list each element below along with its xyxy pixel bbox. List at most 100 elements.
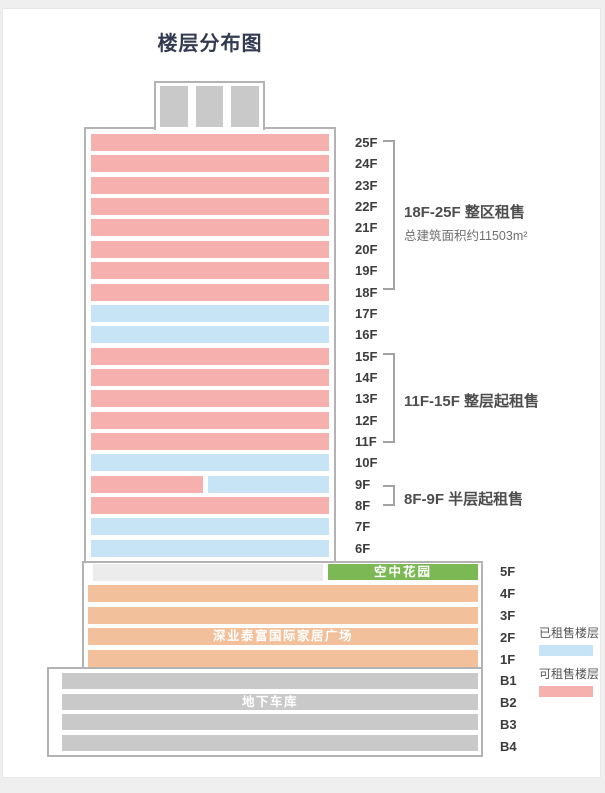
floor-segment-rented — [91, 518, 329, 536]
floor-segment-rented — [91, 539, 329, 557]
floor-segment-available — [91, 411, 329, 429]
floor-bar-25f — [91, 134, 329, 151]
floor-segment-available — [91, 155, 329, 173]
podium-floor-2f: 深业泰富国际家居广场 — [88, 628, 478, 646]
floor-label-22f: 22F — [355, 199, 378, 215]
floor-label-19f: 19F — [355, 263, 378, 279]
basement-floor-b4 — [62, 734, 478, 751]
annotation-11f-15f-title: 11F-15F 整层起租售 — [404, 393, 540, 410]
basement-floors: 地下车库 — [62, 673, 478, 751]
floor-bar-23f — [91, 176, 329, 194]
legend-rented-swatch — [539, 645, 593, 656]
podium-floors: 深业泰富国际家居广场 — [88, 585, 478, 667]
floor-label-21f: 21F — [355, 220, 378, 236]
basement-floor-b3 — [62, 714, 478, 731]
floor-label-16f: 16F — [355, 327, 378, 343]
floor-label-13f: 13F — [355, 391, 378, 407]
floor-bar-20f — [91, 240, 329, 258]
legend: 已租售楼层 可租售楼层 — [539, 624, 599, 697]
floor-label-11f: 11F — [355, 434, 377, 450]
floor-label-3f: 3F — [500, 607, 516, 623]
floor-segment-available — [91, 198, 329, 216]
floor-segment-available — [91, 219, 329, 237]
sky-garden-bar: 空中花园 — [328, 564, 478, 580]
floor5-bar — [93, 564, 323, 581]
basement-floor-b2: 地下车库 — [62, 693, 478, 710]
floor-bar-18f — [91, 283, 329, 301]
floor-segment-available — [91, 390, 329, 408]
floor-segment-rented — [91, 304, 329, 322]
floor-bar-13f — [91, 390, 329, 408]
floor-label-7f: 7F — [355, 519, 371, 535]
floor-segment-available — [91, 475, 203, 493]
floor-segment-available — [91, 433, 329, 451]
floor-label-20f: 20F — [355, 241, 378, 257]
floor-bar-17f — [91, 304, 329, 322]
floor-segment-rented — [207, 475, 329, 493]
floor-bar-19f — [91, 262, 329, 280]
annotation-18f-25f-area: 总建筑面积约11503m² — [404, 229, 528, 243]
page-title: 楼层分布图 — [157, 33, 263, 55]
floor-label-15f: 15F — [355, 348, 378, 364]
floor-bar-9f — [91, 475, 329, 493]
bracket-8f-9f — [383, 485, 395, 506]
roof-block — [231, 86, 260, 127]
floor-label-23f: 23F — [355, 177, 378, 193]
legend-item-rented: 已租售楼层 — [539, 624, 599, 656]
floor-bar-8f — [91, 497, 329, 515]
legend-available-swatch — [539, 686, 593, 697]
floor-label-17f: 17F — [355, 305, 378, 321]
floor-bar-24f — [91, 155, 329, 173]
floor-label-8f: 8F — [355, 498, 371, 514]
floor-label-14f: 14F — [355, 369, 378, 385]
annotation-8f-9f-title: 8F-9F 半层起租售 — [404, 491, 524, 508]
floor-label-4f: 4F — [500, 585, 516, 601]
floor-label-24f: 24F — [355, 156, 378, 172]
podium-floor-4f — [88, 585, 478, 602]
floor-segment-available — [91, 134, 329, 151]
roof-block — [195, 86, 224, 127]
podium-floor-3f — [88, 606, 478, 624]
floor-bar-22f — [91, 198, 329, 216]
floor-segment-available — [91, 176, 329, 194]
floor-label-2f: 2F — [500, 629, 516, 645]
floor-segment-available — [91, 368, 329, 386]
floor-label-b4: B4 — [500, 739, 517, 754]
floor-bar-16f — [91, 326, 329, 344]
roof-block — [160, 86, 188, 127]
legend-rented-label: 已租售楼层 — [539, 626, 600, 640]
floor-label-b2: B2 — [500, 695, 517, 711]
floor-bar-11f — [91, 433, 329, 451]
floor-label-9f: 9F — [355, 476, 371, 492]
floor-segment-rented — [91, 326, 329, 344]
floor-segment-available — [91, 347, 329, 365]
tower-floors — [91, 134, 329, 557]
floor-bar-6f — [91, 539, 329, 557]
bracket-11f-15f — [383, 353, 395, 443]
floor-segment-available — [91, 262, 329, 280]
floor-label-b1: B1 — [500, 673, 517, 689]
floor-segment-available — [91, 497, 329, 515]
annotation-18f-25f-title: 18F-25F 整区租售 — [404, 204, 525, 221]
floor-bar-14f — [91, 368, 329, 386]
legend-item-available: 可租售楼层 — [539, 665, 599, 697]
floor-label-b3: B3 — [500, 717, 517, 733]
floor-label-18f: 18F — [355, 284, 378, 300]
floor-label-10f: 10F — [355, 455, 378, 471]
floor-label-5f: 5F — [500, 564, 516, 579]
floor-segment-available — [91, 240, 329, 258]
floor-segment-available — [91, 283, 329, 301]
basement-floor-b1 — [62, 673, 478, 689]
podium-floor-1f — [88, 649, 478, 667]
floor-bar-7f — [91, 518, 329, 536]
floor-label-1f: 1F — [500, 651, 516, 667]
floor-bar-15f — [91, 347, 329, 365]
floor-bar-10f — [91, 454, 329, 472]
legend-available-label: 可租售楼层 — [539, 667, 600, 681]
floor-label-6f: 6F — [355, 540, 371, 556]
floor-bar-12f — [91, 411, 329, 429]
roof-structure — [154, 81, 265, 130]
